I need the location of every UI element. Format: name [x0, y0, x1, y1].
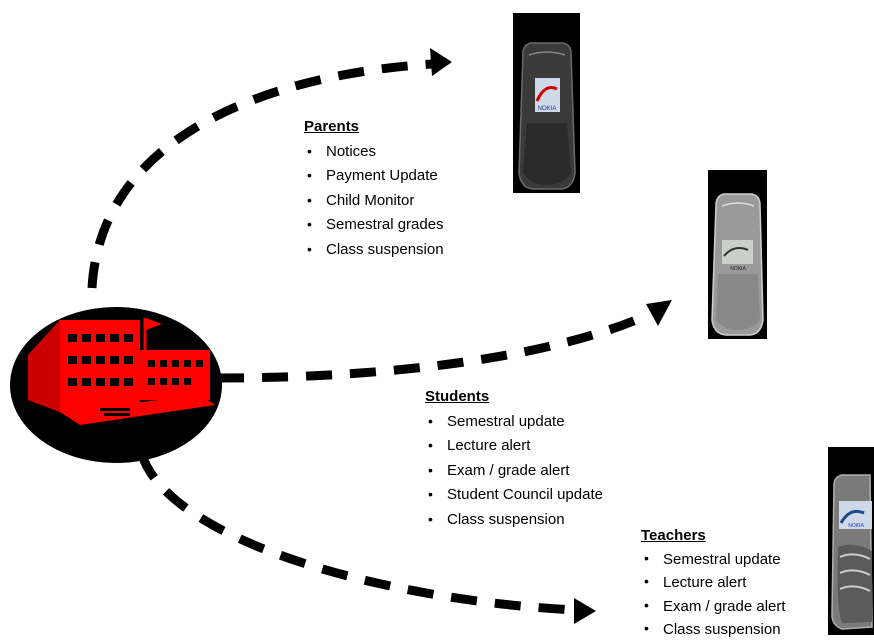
arrowhead-teachers — [574, 598, 596, 624]
parents-title: Parents — [304, 118, 360, 135]
list-item: Lecture alert — [425, 433, 603, 459]
phone-parents: NOKIA — [513, 13, 580, 193]
mobile-phone-icon: NOKIA — [831, 474, 873, 630]
teachers-group: Teachers Semestral update Lecture alert … — [641, 524, 786, 642]
school-building-icon — [10, 307, 222, 463]
list-item: Child Monitor — [304, 188, 444, 214]
list-item: Semestral update — [641, 547, 786, 572]
students-title: Students — [425, 388, 490, 405]
list-item: Class suspension — [425, 507, 603, 533]
mobile-phone-icon: NOKIA — [711, 193, 764, 336]
arrowhead-parents — [430, 48, 452, 76]
list-item: Payment Update — [304, 163, 444, 189]
mobile-phone-icon: NOKIA — [518, 42, 576, 190]
list-item: Semestral update — [425, 409, 603, 435]
svg-text:NOKIA: NOKIA — [538, 106, 557, 112]
students-group: Students Semestral update Lecture alert … — [425, 385, 603, 532]
parents-group: Parents Notices Payment Update Child Mon… — [304, 115, 444, 262]
list-item: Class suspension — [641, 617, 786, 642]
phone-students: NOKIA — [708, 170, 767, 339]
list-item: Exam / grade alert — [641, 594, 786, 619]
svg-text:NOKIA: NOKIA — [730, 266, 746, 272]
list-item: Notices — [304, 139, 444, 165]
list-item: Lecture alert — [641, 570, 786, 595]
arrow-to-parents — [87, 59, 433, 289]
list-item: Class suspension — [304, 237, 444, 263]
teachers-title: Teachers — [641, 527, 706, 544]
svg-text:NOKIA: NOKIA — [848, 523, 864, 529]
list-item: Semestral grades — [304, 212, 444, 238]
list-item: Student Council update — [425, 482, 603, 508]
list-item: Exam / grade alert — [425, 458, 603, 484]
arrow-to-teachers — [137, 453, 576, 615]
students-list: Semestral update Lecture alert Exam / gr… — [425, 409, 603, 533]
parents-list: Notices Payment Update Child Monitor Sem… — [304, 139, 444, 263]
arrow-to-students — [217, 309, 652, 383]
phone-teachers: NOKIA — [828, 447, 874, 635]
arrowhead-students — [646, 300, 672, 326]
teachers-list: Semestral update Lecture alert Exam / gr… — [641, 547, 786, 642]
